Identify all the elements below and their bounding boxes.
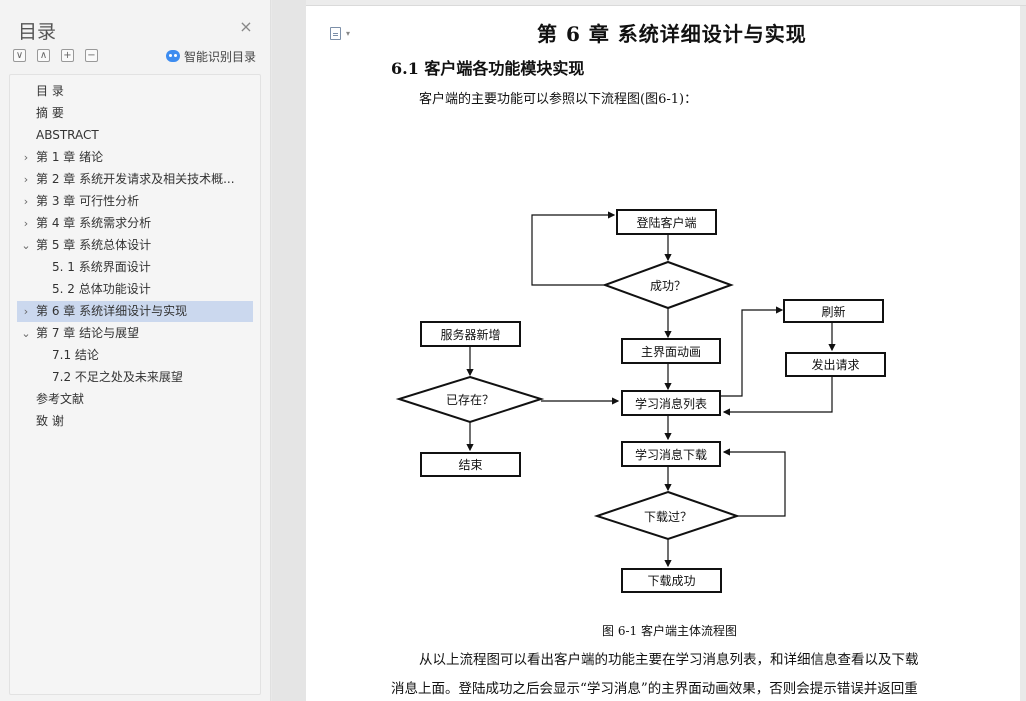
chevron-right-icon[interactable]: › bbox=[23, 173, 29, 186]
node-end: 结束 bbox=[420, 452, 521, 477]
section-title: 6.1 客户端各功能模块实现 bbox=[391, 59, 585, 78]
node-main-animation: 主界面动画 bbox=[621, 338, 721, 364]
toc-title: 目录 bbox=[18, 21, 57, 43]
remove-icon[interactable]: − bbox=[85, 49, 98, 62]
node-send-request: 发出请求 bbox=[785, 352, 886, 377]
node-download-success: 下载成功 bbox=[621, 568, 722, 593]
node-exists-label: 已存在？ bbox=[445, 393, 494, 407]
toc-item[interactable]: 7.1 结论 bbox=[17, 345, 253, 366]
node-login: 登陆客户端 bbox=[616, 209, 717, 235]
toc-item[interactable]: 5. 1 系统界面设计 bbox=[17, 257, 253, 278]
toc-item-label: 5. 2 总体功能设计 bbox=[52, 282, 151, 296]
toc-item[interactable]: ABSTRACT bbox=[17, 125, 253, 146]
close-icon[interactable]: × bbox=[239, 17, 253, 36]
toc-item-label: 第 5 章 系统总体设计 bbox=[36, 238, 152, 252]
collapse-all-icon[interactable]: ∨ bbox=[13, 49, 26, 62]
smart-toc-label: 智能识别目录 bbox=[184, 49, 257, 64]
intro-paragraph: 客户端的主要功能可以参照以下流程图(图6-1)： bbox=[419, 92, 698, 107]
panel-gutter bbox=[272, 0, 306, 701]
smart-toc-button[interactable]: 智能识别目录 bbox=[166, 48, 256, 64]
document-icon[interactable] bbox=[330, 27, 341, 40]
toc-item[interactable]: 致 谢 bbox=[17, 411, 253, 432]
body-paragraph-line-1: 从以上流程图可以看出客户端的功能主要在学习消息列表，和详细信息查看以及下载 bbox=[419, 652, 919, 668]
toc-item-label: 第 1 章 绪论 bbox=[36, 150, 104, 164]
toc-item[interactable]: 5. 2 总体功能设计 bbox=[17, 279, 253, 300]
toc-item-label: 目 录 bbox=[36, 84, 64, 98]
toc-item-label: 摘 要 bbox=[36, 106, 64, 120]
toc-item-label: 致 谢 bbox=[36, 414, 64, 428]
chevron-right-icon[interactable]: › bbox=[23, 195, 29, 208]
node-server-add: 服务器新增 bbox=[420, 321, 521, 347]
node-refresh: 刷新 bbox=[783, 299, 884, 323]
toc-item[interactable]: 目 录 bbox=[17, 81, 253, 102]
chevron-down-icon[interactable]: ▾ bbox=[346, 29, 351, 38]
ai-icon bbox=[166, 50, 180, 62]
toc-list: 目 录摘 要 ABSTRACT › 第 1 章 绪论 › 第 2 章 系统开发请求及相关技… bbox=[9, 74, 261, 695]
node-message-list: 学习消息列表 bbox=[621, 390, 721, 416]
toc-item-label: 5. 1 系统界面设计 bbox=[52, 260, 151, 274]
expand-up-icon[interactable]: ∧ bbox=[37, 49, 50, 62]
toc-item-label: 7.1 结论 bbox=[52, 348, 99, 362]
toc-item[interactable]: › 第 3 章 可行性分析 bbox=[17, 191, 253, 212]
toc-item-label: 第 7 章 结论与展望 bbox=[36, 326, 140, 340]
toc-item[interactable]: 摘 要 bbox=[17, 103, 253, 124]
toc-item-label: 第 4 章 系统需求分析 bbox=[36, 216, 152, 230]
toc-item[interactable]: ⌄ 第 7 章 结论与展望 bbox=[17, 323, 253, 344]
node-download: 学习消息下载 bbox=[621, 441, 721, 467]
chevron-right-icon[interactable]: › bbox=[23, 217, 29, 230]
toc-item[interactable]: 7.2 不足之处及未来展望 bbox=[17, 367, 253, 388]
page-top-edge bbox=[306, 0, 1026, 6]
toc-item-label: 第 3 章 可行性分析 bbox=[36, 194, 140, 208]
chevron-right-icon[interactable]: › bbox=[23, 305, 29, 318]
toc-item[interactable]: › 第 2 章 系统开发请求及相关技术概... bbox=[17, 169, 253, 190]
chevron-right-icon[interactable]: › bbox=[23, 151, 29, 164]
chevron-down-icon[interactable]: ⌄ bbox=[21, 327, 31, 340]
toc-item[interactable]: 参考文献 bbox=[17, 389, 253, 410]
node-downloaded-label: 下载过？ bbox=[643, 510, 692, 524]
toc-item[interactable]: › 第 1 章 绪论 bbox=[17, 147, 253, 168]
toc-item-label: 第 2 章 系统开发请求及相关技术概... bbox=[36, 172, 235, 186]
add-icon[interactable]: + bbox=[61, 49, 74, 62]
toc-item[interactable]: ⌄ 第 5 章 系统总体设计 bbox=[17, 235, 253, 256]
body-paragraph-line-2: 消息上面。登陆成功之后会显示“学习消息”的主界面动画效果，否则会提示错误并返回重 bbox=[391, 681, 918, 697]
toc-item-label: 参考文献 bbox=[36, 392, 85, 406]
chevron-down-icon[interactable]: ⌄ bbox=[21, 239, 31, 252]
toc-item-label: 第 6 章 系统详细设计与实现 bbox=[36, 304, 188, 318]
toc-item[interactable]: › 第 4 章 系统需求分析 bbox=[17, 213, 253, 234]
toc-item-label: ABSTRACT bbox=[36, 128, 99, 142]
figure-caption: 图 6-1 客户端主体流程图 bbox=[602, 624, 737, 638]
toc-panel: 目录 × ∨ ∧ + − 智能识别目录 目 录摘 要 ABSTRACT › 第 1 章… bbox=[0, 0, 271, 701]
node-success-label: 成功？ bbox=[649, 279, 686, 293]
toc-item[interactable]: › 第 6 章 系统详细设计与实现 bbox=[17, 301, 253, 322]
chapter-title: 第 6 章 系统详细设计与实现 bbox=[537, 22, 807, 46]
toc-item-label: 7.2 不足之处及未来展望 bbox=[52, 370, 183, 384]
